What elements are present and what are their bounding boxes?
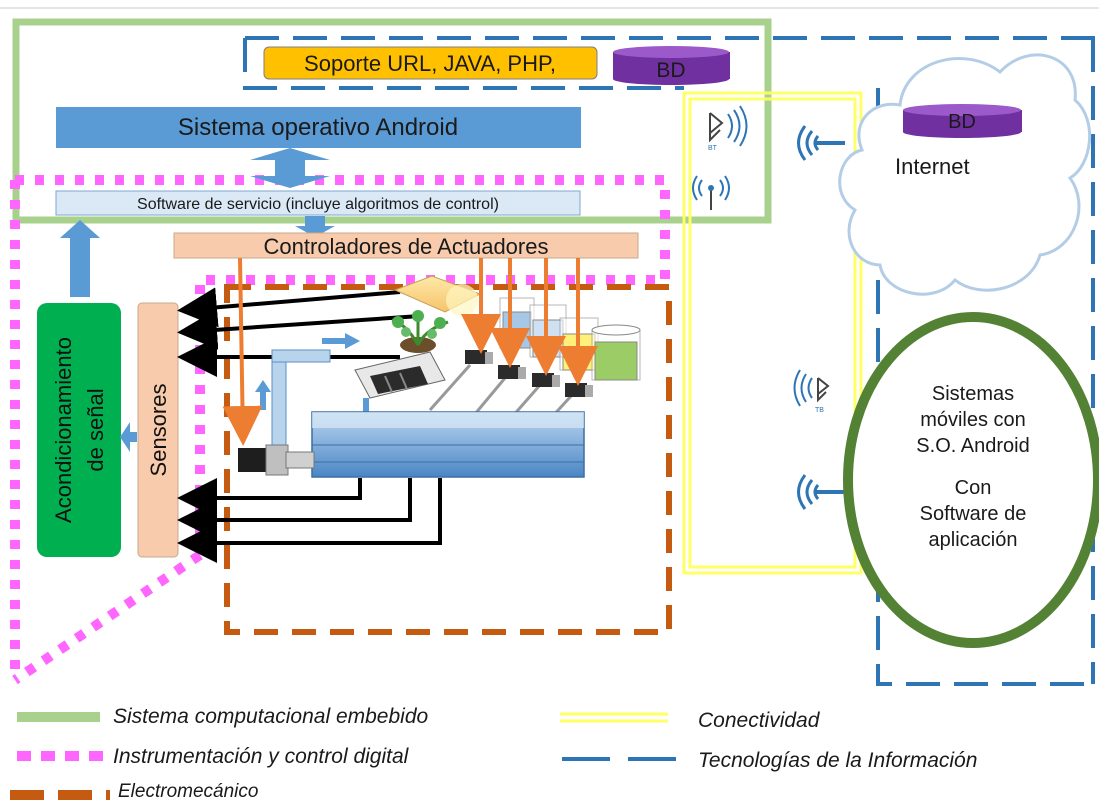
conditioning-up-arrow (60, 220, 100, 297)
conditioning-label-2: de señal (83, 388, 108, 471)
android-os-block (56, 107, 581, 148)
svg-text:Sistemas: Sistemas (932, 383, 1014, 405)
service-software-block (55, 190, 581, 216)
os-software-arrow (250, 148, 330, 188)
conditioning-label-1: Acondicionamiento (51, 337, 76, 523)
internet-label: Internet (895, 154, 970, 179)
signal-conditioning-block (37, 303, 121, 557)
sensors-conditioning-arrow (120, 422, 137, 452)
electromechanical-boundary (224, 284, 672, 635)
legend-swatch-embebido (17, 712, 100, 722)
svg-text:BT: BT (708, 145, 718, 152)
legend-label-tecnologias: Tecnologías de la Información (698, 749, 978, 772)
pipe (271, 349, 331, 453)
mobile-systems-ellipse (843, 312, 1099, 648)
sensors-label: Sensores (146, 384, 171, 477)
cloud-icon (838, 53, 1092, 296)
bd-top-label: BD (656, 59, 685, 82)
ti-boundary (243, 36, 1096, 686)
database-icon (613, 46, 730, 85)
sensor-signal-arrows (177, 287, 442, 563)
wireless-signal-icon (797, 125, 845, 161)
bluetooth-icon: BT (708, 105, 748, 152)
svg-text:TB: TB (815, 407, 824, 414)
pipe-flow-arrow (322, 333, 360, 349)
service-software-label: Software de servicio (incluye algoritmos… (137, 196, 499, 213)
legend-label-electromecanico: Electromecánico (118, 781, 259, 802)
svg-text:móviles con: móviles con (920, 409, 1026, 431)
pipe-flow-arrow (255, 380, 271, 410)
android-os-label: Sistema operativo Android (178, 114, 458, 141)
wifi-antenna-icon (692, 175, 730, 210)
svg-text:aplicación: aplicación (929, 529, 1018, 551)
plant-icon (391, 310, 449, 353)
bd-cloud-label: BD (948, 111, 976, 133)
sensors-block (137, 302, 179, 558)
embedded-system-boundary (12, 18, 772, 224)
legend-label-instrumentacion: Instrumentación y control digital (113, 745, 409, 768)
actuator-controllers-block (173, 232, 639, 259)
legend (10, 712, 676, 800)
svg-text:S.O. Android: S.O. Android (916, 435, 1029, 457)
bluetooth-icon: TB (793, 369, 830, 414)
actuator-arrows (222, 257, 598, 446)
solar-panel-icon (393, 275, 482, 316)
soporte-label: Soporte URL, JAVA, PHP, (304, 51, 556, 76)
legend-label-embebido: Sistema computacional embebido (113, 705, 429, 728)
legend-swatch-conectividad (560, 712, 668, 723)
legend-label-conectividad: Conectividad (698, 709, 820, 732)
connectivity-boundary (682, 91, 863, 575)
wireless-signal-icon (797, 474, 845, 510)
pump-icon (238, 444, 315, 476)
heater-icon (354, 351, 446, 399)
actuator-controllers-label: Controladores de Actuadores (264, 234, 549, 259)
software-controller-arrow (295, 216, 335, 237)
svg-text:Software de: Software de (920, 503, 1027, 525)
database-icon (903, 104, 1022, 138)
svg-text:Con: Con (955, 477, 992, 499)
water-tank-icon (311, 411, 585, 478)
mobile-systems-text: Sistemas móviles con S.O. Android Con So… (916, 383, 1029, 551)
soporte-box (263, 46, 598, 80)
